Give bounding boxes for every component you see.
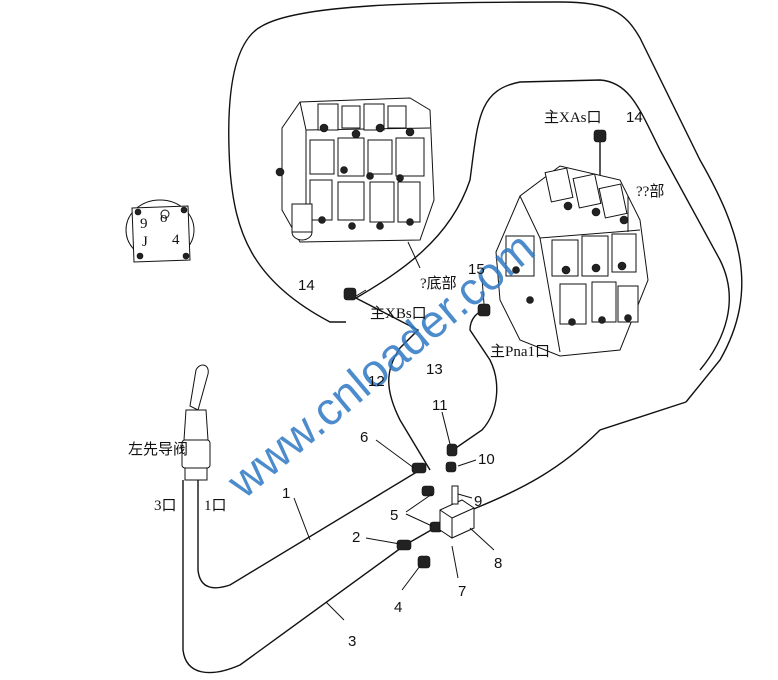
label-main-xas: 主XAs口 [544, 109, 602, 126]
pipe-12 [349, 294, 431, 471]
callout-15: 15 [468, 261, 485, 278]
fitting-2 [396, 539, 412, 551]
leader-lines [293, 196, 629, 621]
pump-plate [125, 199, 195, 263]
pump-digit-c: o [160, 210, 168, 226]
callout-5: 5 [390, 507, 398, 524]
callout-1: 1 [282, 485, 290, 502]
callout-2: 2 [352, 529, 360, 546]
watermark: www.cnloader.com [216, 221, 544, 508]
fitting-4 [417, 555, 431, 569]
pump-letter: J [142, 234, 148, 250]
callout-4: 4 [394, 599, 402, 616]
outline-inner [355, 79, 730, 371]
fitting-xas [593, 129, 607, 143]
pipe-1 [197, 469, 421, 589]
label-left-pilot-valve: 左先导阀 [128, 441, 188, 458]
pipe-3 [182, 480, 406, 674]
callout-14-left: 14 [298, 277, 315, 294]
callout-10: 10 [478, 451, 495, 468]
pipe-2-line [404, 401, 687, 546]
callout-6: 6 [360, 429, 368, 446]
main-valve-right [495, 165, 649, 357]
pipe-13 [449, 309, 498, 453]
label-main-xbs: 主XBs口 [370, 305, 427, 322]
pump-digit-b: 4 [172, 232, 180, 248]
label-port-3: 3口 [154, 498, 177, 514]
manifold-block [439, 485, 475, 539]
callout-3: 3 [348, 633, 356, 650]
callout-12: 12 [368, 373, 385, 390]
callout-7: 7 [458, 583, 466, 600]
fitting-xbs [343, 287, 357, 301]
outline-left-valve [261, 1, 743, 403]
label-main-pna1: 主Pna1口 [490, 343, 550, 360]
main-valve-left [275, 97, 435, 243]
outline-right-region [228, 25, 346, 323]
callout-11: 11 [432, 397, 448, 414]
label-top-right: ??部 [636, 183, 664, 200]
left-pilot-valve [181, 364, 211, 481]
fitting-10-11 [445, 443, 458, 473]
label-port-1: 1口 [204, 498, 227, 514]
callout-14-right: 14 [626, 109, 643, 126]
label-bottom: ?底部 [420, 275, 457, 292]
callout-13: 13 [426, 361, 443, 378]
callout-9: 9 [474, 493, 482, 510]
pump-digit-a: 9 [140, 216, 148, 232]
callout-8: 8 [494, 555, 502, 572]
fitting-6 [411, 462, 435, 497]
